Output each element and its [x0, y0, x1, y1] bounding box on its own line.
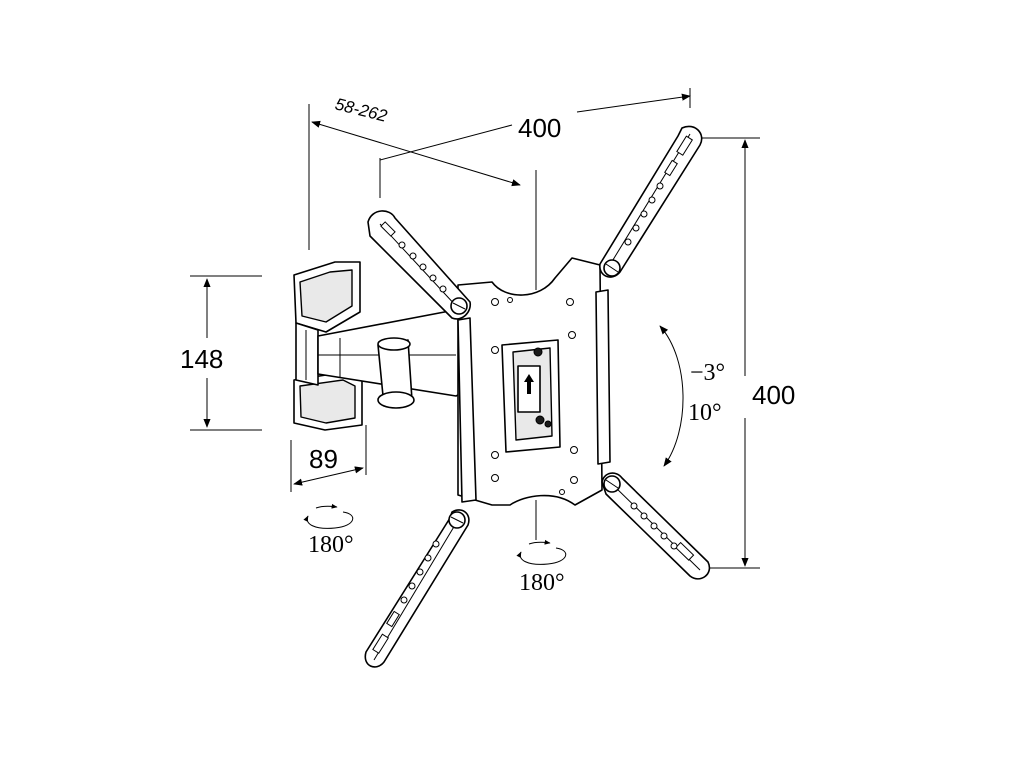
arm-bottom-right: [601, 472, 711, 580]
tilt-down-label: 10°: [688, 400, 722, 426]
left-rail: [457, 317, 477, 503]
arm-bottom-left: [364, 509, 470, 668]
tilt-arc-arrow-icon: [659, 325, 684, 467]
wall-swivel-arrow-icon: [303, 503, 354, 529]
extension-dimension-line: [311, 120, 521, 187]
arm-collar-ring: [377, 391, 415, 409]
wall-plate-top-face: [299, 269, 353, 323]
up-arrow-icon: [524, 374, 534, 394]
wall-plate-depth-label: 89: [309, 444, 338, 474]
right-height-label: 400: [752, 380, 795, 410]
extension-arm: [317, 309, 469, 409]
width-dim-left: [379, 124, 513, 161]
depth-dimension-line: [293, 466, 364, 486]
arm-extension-label: 58-262: [333, 94, 389, 125]
top-width-label: 400: [518, 113, 561, 143]
wall-plate: [293, 261, 363, 431]
wall-plate-height-label: 148: [180, 344, 223, 374]
vesa-plate: [457, 257, 611, 506]
mounting-arms: [364, 125, 711, 668]
plate-swivel-label: 180°: [519, 570, 565, 596]
wall-plate-spine: [295, 322, 319, 386]
arm-top-right: [599, 125, 703, 278]
arm-top-left: [367, 210, 472, 320]
right-rail: [595, 289, 611, 465]
wall-swivel-label: 180°: [308, 532, 354, 558]
width-dim-right: [576, 93, 691, 113]
tilt-up-label: −3°: [690, 360, 725, 386]
wall-plate-bottom-face: [299, 379, 356, 424]
plate-swivel-arrow-icon: [516, 539, 567, 565]
rotation-symbols: [303, 325, 684, 565]
dimension-lines: [190, 88, 760, 569]
